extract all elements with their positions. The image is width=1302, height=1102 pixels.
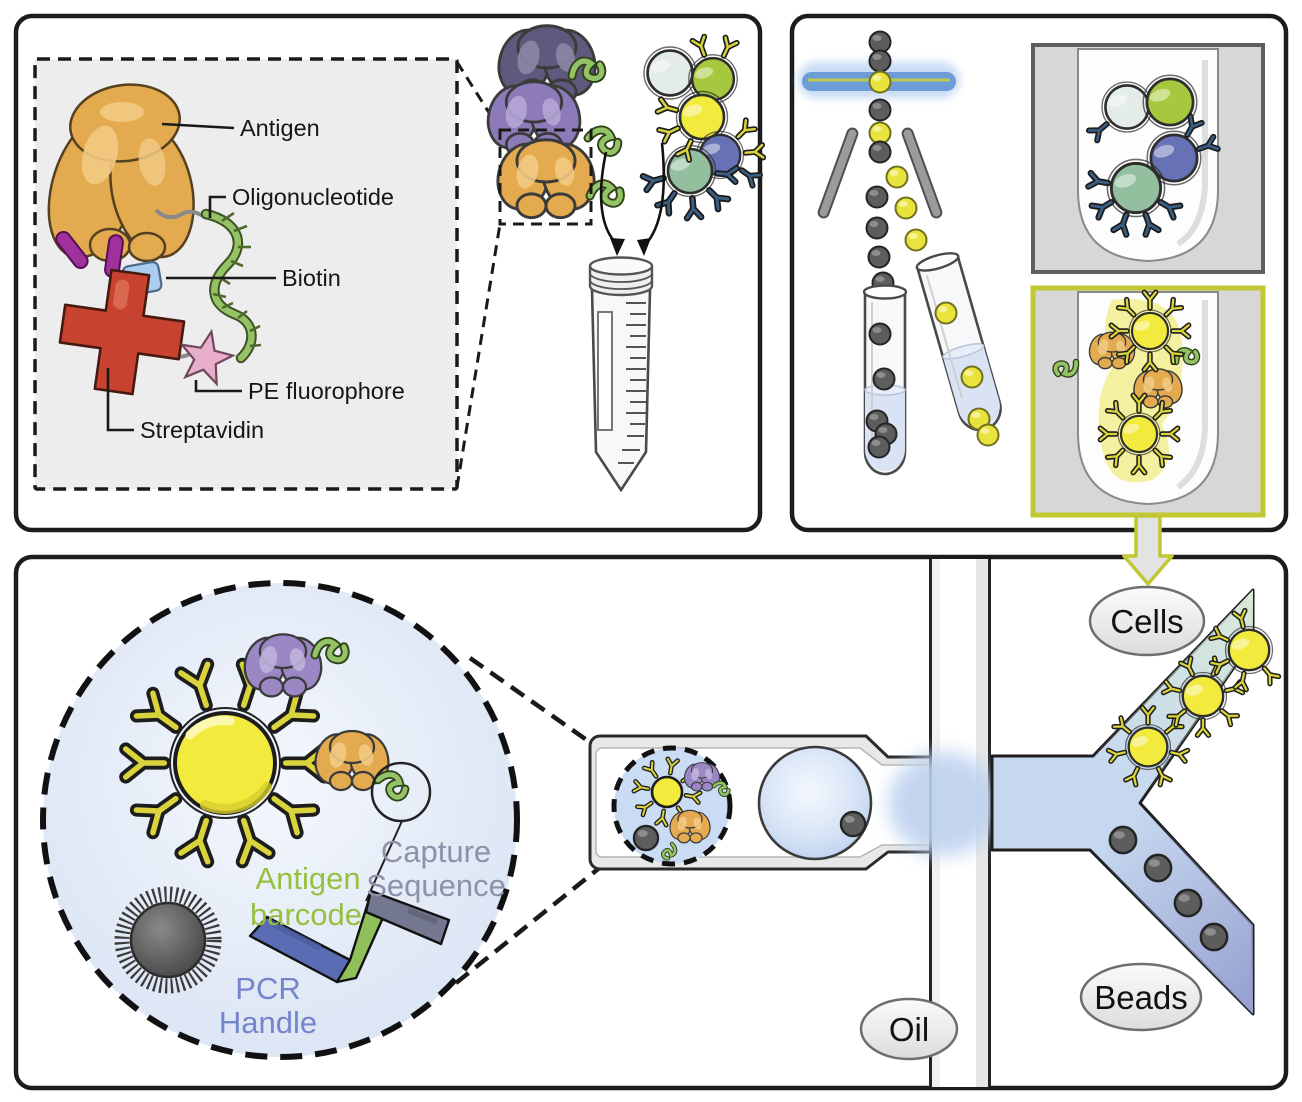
deflection-plates (817, 127, 943, 219)
cells-badge: Cells (1088, 585, 1206, 657)
label-antigen-barcode-2: barcode (250, 897, 362, 932)
collection-tube-negative (862, 284, 908, 476)
encapsulated-droplet (611, 745, 733, 867)
oligonucleotide-helix (200, 208, 262, 364)
label-pe-fluorophore: PE fluorophore (248, 378, 405, 404)
barcode-oligo-ribbon (248, 889, 451, 984)
panel-facs-sorting (789, 13, 1289, 533)
oligo-magnifier-line (365, 820, 403, 902)
aqueous-stream-pinch (888, 752, 1000, 856)
label-cells: Cells (1110, 603, 1183, 640)
zoom-wedge-bottom (454, 847, 625, 985)
label-capture-sequence-2: Sequence (366, 868, 506, 903)
b-cell-with-bcr (126, 664, 325, 861)
panel-reagent-assembly: Antigen Oligonucleotide Biotin PE fluoro… (13, 13, 763, 533)
oligo-linker (154, 208, 208, 220)
collection-tube-positive (915, 252, 1002, 447)
oil-badge: Oil (859, 997, 959, 1061)
inset-mixed-cells (1031, 43, 1265, 274)
oligo-leader (208, 195, 226, 218)
forming-droplet (757, 745, 873, 861)
antigen-leader (161, 122, 235, 130)
label-capture-sequence-1: Capture (381, 834, 491, 869)
beads-badge: Beads (1079, 962, 1203, 1032)
cells-beads-channels (990, 588, 1279, 1016)
streptavidin-leader (106, 368, 134, 432)
antigen-illustration (47, 83, 195, 263)
label-streptavidin: Streptavidin (140, 417, 264, 443)
label-oligonucleotide: Oligonucleotide (232, 184, 394, 210)
peg-connectors (55, 230, 124, 278)
sorted-to-cells-arrow (1122, 514, 1174, 586)
label-biotin: Biotin (282, 265, 341, 291)
streptavidin-shape (58, 268, 186, 396)
pe-leader (194, 380, 242, 393)
label-oil: Oil (889, 1011, 929, 1048)
label-antigen: Antigen (240, 115, 320, 141)
pooling-arrows (599, 142, 666, 256)
magnify-line-top (455, 61, 502, 131)
pe-fluorophore-star (179, 328, 236, 387)
barcoded-bead (114, 886, 222, 994)
label-beads: Beads (1094, 979, 1188, 1016)
label-pcr-handle-2: Handle (219, 1005, 317, 1040)
tetramer-dashed-box (498, 128, 593, 226)
magnify-line-bottom (455, 223, 502, 488)
panel-droplet-microfluidics: Antigen barcode Capture Sequence PCR Han… (13, 554, 1289, 1091)
inset-sorted-cells (1030, 285, 1266, 518)
conical-tube (588, 256, 654, 493)
label-pcr-handle-1: PCR (235, 971, 300, 1006)
label-antigen-barcode-1: Antigen (255, 861, 360, 896)
